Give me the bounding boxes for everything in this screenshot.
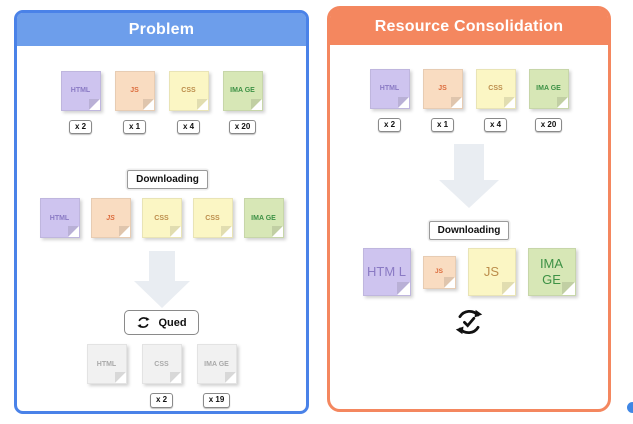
- down-arrow-icon: [133, 251, 190, 309]
- problem-title: Problem: [128, 20, 195, 38]
- sticky-note-image: IMA GE: [222, 71, 263, 111]
- resource-consolidation-panel: Resource Consolidation HTML x 2 JS x 1 C…: [327, 6, 611, 412]
- queue-status: Qued: [124, 310, 199, 336]
- count-badge: x 19: [202, 393, 231, 408]
- blue-dot-decoration: [627, 402, 633, 413]
- resource-stack-js: JS x 1: [422, 69, 463, 133]
- arrow-head: [439, 180, 499, 209]
- queued-stack-html: HTML: [86, 344, 127, 385]
- down-arrow-icon: [439, 144, 499, 209]
- problem-panel-header: Problem: [17, 13, 306, 46]
- sticky-note-css: CSS: [475, 69, 516, 109]
- note-label: JS: [435, 268, 443, 275]
- problem-panel: Problem HTML x 2 JS x 1 CSS x 4: [14, 10, 309, 414]
- arrow-stem: [454, 144, 484, 181]
- note-label: JS: [106, 214, 115, 222]
- count-badge: x 20: [228, 120, 257, 135]
- resource-stack-image: IMA GE x 20: [528, 69, 569, 133]
- count-badge: x 2: [377, 118, 402, 133]
- note-label: IMA GE: [536, 85, 561, 93]
- sticky-note-js: JS: [90, 198, 131, 239]
- resource-stack-css: CSS x 4: [168, 71, 209, 135]
- note-label: HTML: [49, 214, 70, 222]
- sticky-note-gray-html: HTML: [86, 344, 127, 385]
- problem-resource-row: HTML x 2 JS x 1 CSS x 4 IMA GE x: [60, 71, 263, 135]
- refresh-cycle-icon: [137, 317, 151, 329]
- note-label: JS: [483, 264, 500, 280]
- sticky-note-html: HTML: [60, 71, 101, 111]
- resource-consolidation-header: Resource Consolidation: [330, 9, 608, 45]
- problem-panel-body: HTML x 2 JS x 1 CSS x 4 IMA GE x: [17, 46, 306, 411]
- note-label: IMA GE: [251, 214, 276, 222]
- problem-queued-row: HTML CSS x 2 IMA GE x 19: [86, 344, 237, 408]
- arrow-head: [133, 281, 190, 309]
- resource-consolidation-body: HTML x 2 JS x 1 CSS x 4 IMA GE x: [330, 45, 608, 409]
- sticky-note-html: HTML: [39, 198, 80, 239]
- count-badge: x 20: [534, 118, 563, 133]
- resource-stack-html: HTML x 2: [60, 71, 101, 135]
- sticky-note-image: IMA GE: [528, 69, 569, 109]
- sticky-note-gray-image: IMA GE: [196, 344, 237, 385]
- note-label: JS: [130, 87, 139, 95]
- count-badge: x 2: [68, 120, 93, 135]
- note-label: JS: [438, 85, 447, 93]
- note-label: IMA GE: [230, 87, 255, 95]
- arrow-stem: [148, 251, 175, 282]
- note-label: HTML: [379, 85, 400, 93]
- downloading-label: Downloading: [127, 170, 208, 190]
- note-label: CSS: [181, 87, 196, 95]
- count-badge: x 4: [176, 120, 201, 135]
- resource-stack-js: JS x 1: [114, 71, 155, 135]
- sticky-note-image: IMA GE: [243, 198, 284, 239]
- consolidation-resource-row: HTML x 2 JS x 1 CSS x 4 IMA GE x: [369, 69, 569, 133]
- sticky-note-js-small: JS: [422, 255, 456, 289]
- downloading-label: Downloading: [428, 221, 510, 241]
- count-badge: x 4: [483, 118, 508, 133]
- resource-stack-html: HTML x 2: [369, 69, 410, 133]
- sticky-note-html: HTML: [369, 69, 410, 109]
- sticky-note-css: CSS: [141, 198, 182, 239]
- sticky-note-html: HTM L: [362, 248, 411, 297]
- resource-consolidation-title: Resource Consolidation: [374, 18, 564, 35]
- count-badge: x 1: [122, 120, 147, 135]
- sticky-note-js-yellow: JS: [467, 248, 516, 297]
- sticky-note-image: IMA GE: [527, 248, 576, 297]
- note-label: IMA GE: [204, 360, 229, 368]
- note-label: HTML: [96, 360, 117, 368]
- note-label: HTM L: [367, 264, 406, 280]
- sticky-note-js: JS: [422, 69, 463, 109]
- count-badge: x 1: [430, 118, 455, 133]
- note-label: HTML: [70, 87, 91, 95]
- sync-check-icon: [455, 310, 483, 335]
- queued-stack-css: CSS x 2: [141, 344, 182, 408]
- count-badge: x 2: [149, 393, 174, 408]
- note-label: CSS: [205, 214, 220, 222]
- sticky-note-css: CSS: [192, 198, 233, 239]
- sticky-note-js: JS: [114, 71, 155, 111]
- queue-label: Qued: [158, 316, 187, 329]
- note-label: IMA GE: [539, 256, 564, 288]
- resource-stack-image: IMA GE x 20: [222, 71, 263, 135]
- problem-downloading-row: HTML JS CSS CSS IMA GE: [39, 198, 284, 239]
- sticky-note-css: CSS: [168, 71, 209, 111]
- queued-stack-image: IMA GE x 19: [196, 344, 237, 408]
- sticky-note-gray-css: CSS: [141, 344, 182, 385]
- note-label: CSS: [154, 360, 169, 368]
- resource-stack-css: CSS x 4: [475, 69, 516, 133]
- note-label: CSS: [488, 85, 503, 93]
- note-label: CSS: [154, 214, 169, 222]
- consolidation-downloading-row: HTM L JS JS IMA GE: [362, 248, 576, 297]
